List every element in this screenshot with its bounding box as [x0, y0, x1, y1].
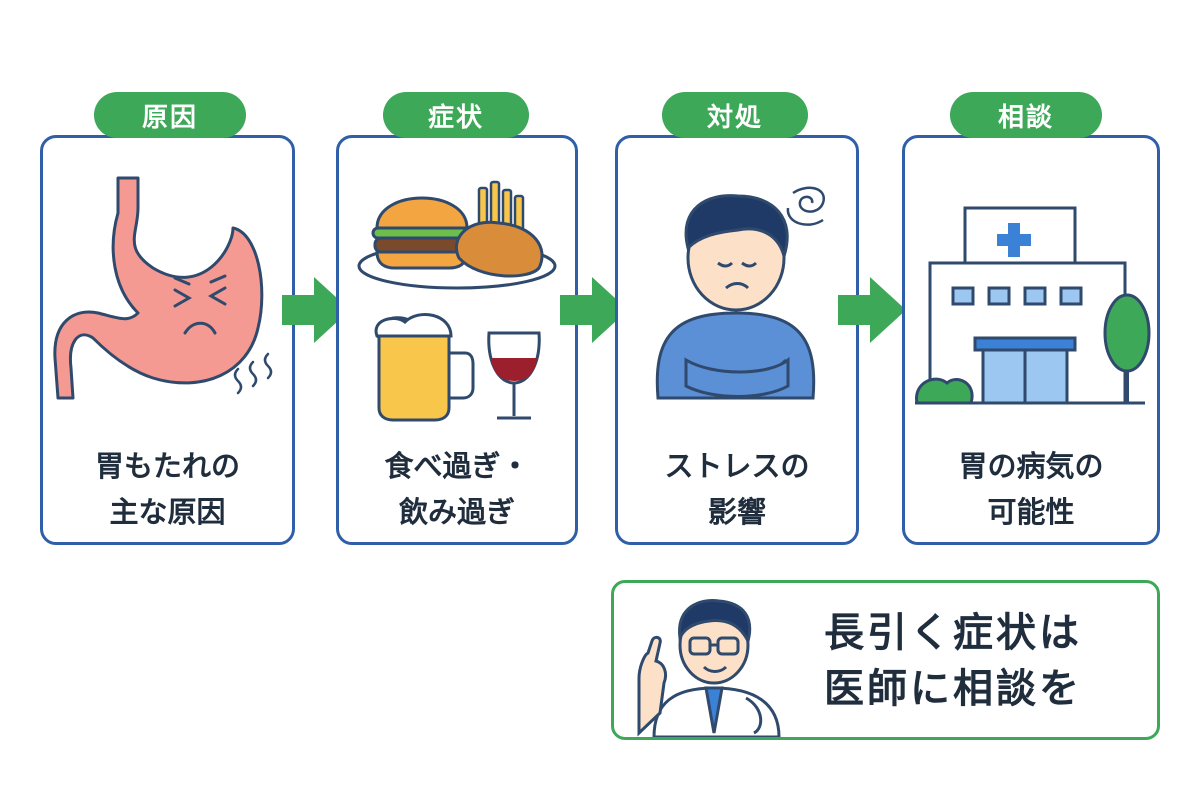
- stomach-illustration: [53, 176, 273, 400]
- badge-coping: 対処: [662, 92, 808, 138]
- hospital-illustration: [915, 206, 1151, 405]
- card-consult: 胃の病気の 可能性: [902, 135, 1160, 545]
- caption-coping: ストレスの 影響: [664, 449, 810, 529]
- man-icon: [655, 194, 816, 400]
- badge-cause: 原因: [94, 92, 246, 138]
- fried-chicken-icon: [454, 220, 544, 278]
- advice-box: 長引く症状は 医師に相談を: [611, 580, 1160, 740]
- food-drink-illustration: [357, 180, 557, 422]
- wine-glass-icon: [487, 331, 541, 420]
- dizzy-swirl-icon: [786, 186, 825, 226]
- arrow-right-icon: [838, 277, 906, 343]
- beer-mug-icon: [374, 313, 475, 422]
- caption-cause: 胃もたれの 主な原因: [94, 449, 240, 529]
- burger-icon: [371, 196, 473, 270]
- arrow-right-icon: [282, 277, 350, 343]
- tree-icon: [1103, 293, 1151, 403]
- badge-symptom: 症状: [383, 92, 529, 138]
- card-symptom: 食べ過ぎ・ 飲み過ぎ: [336, 135, 578, 545]
- caption-consult: 胃の病気の 可能性: [958, 449, 1104, 529]
- caption-symptom: 食べ過ぎ・ 飲み過ぎ: [384, 449, 530, 529]
- doctor-illustration: [637, 598, 781, 737]
- card-cause: 胃もたれの 主な原因: [40, 135, 295, 545]
- badge-consult: 相談: [950, 92, 1102, 138]
- card-coping: ストレスの 影響: [615, 135, 859, 545]
- distressed-face-icon: [173, 274, 227, 335]
- bush-icon: [915, 377, 974, 405]
- arrow-right-icon: [560, 277, 628, 343]
- stressed-man-illustration: [655, 186, 825, 400]
- advice-text: 長引く症状は 医師に相談を: [824, 610, 1082, 712]
- rumble-lines-icon: [233, 352, 273, 395]
